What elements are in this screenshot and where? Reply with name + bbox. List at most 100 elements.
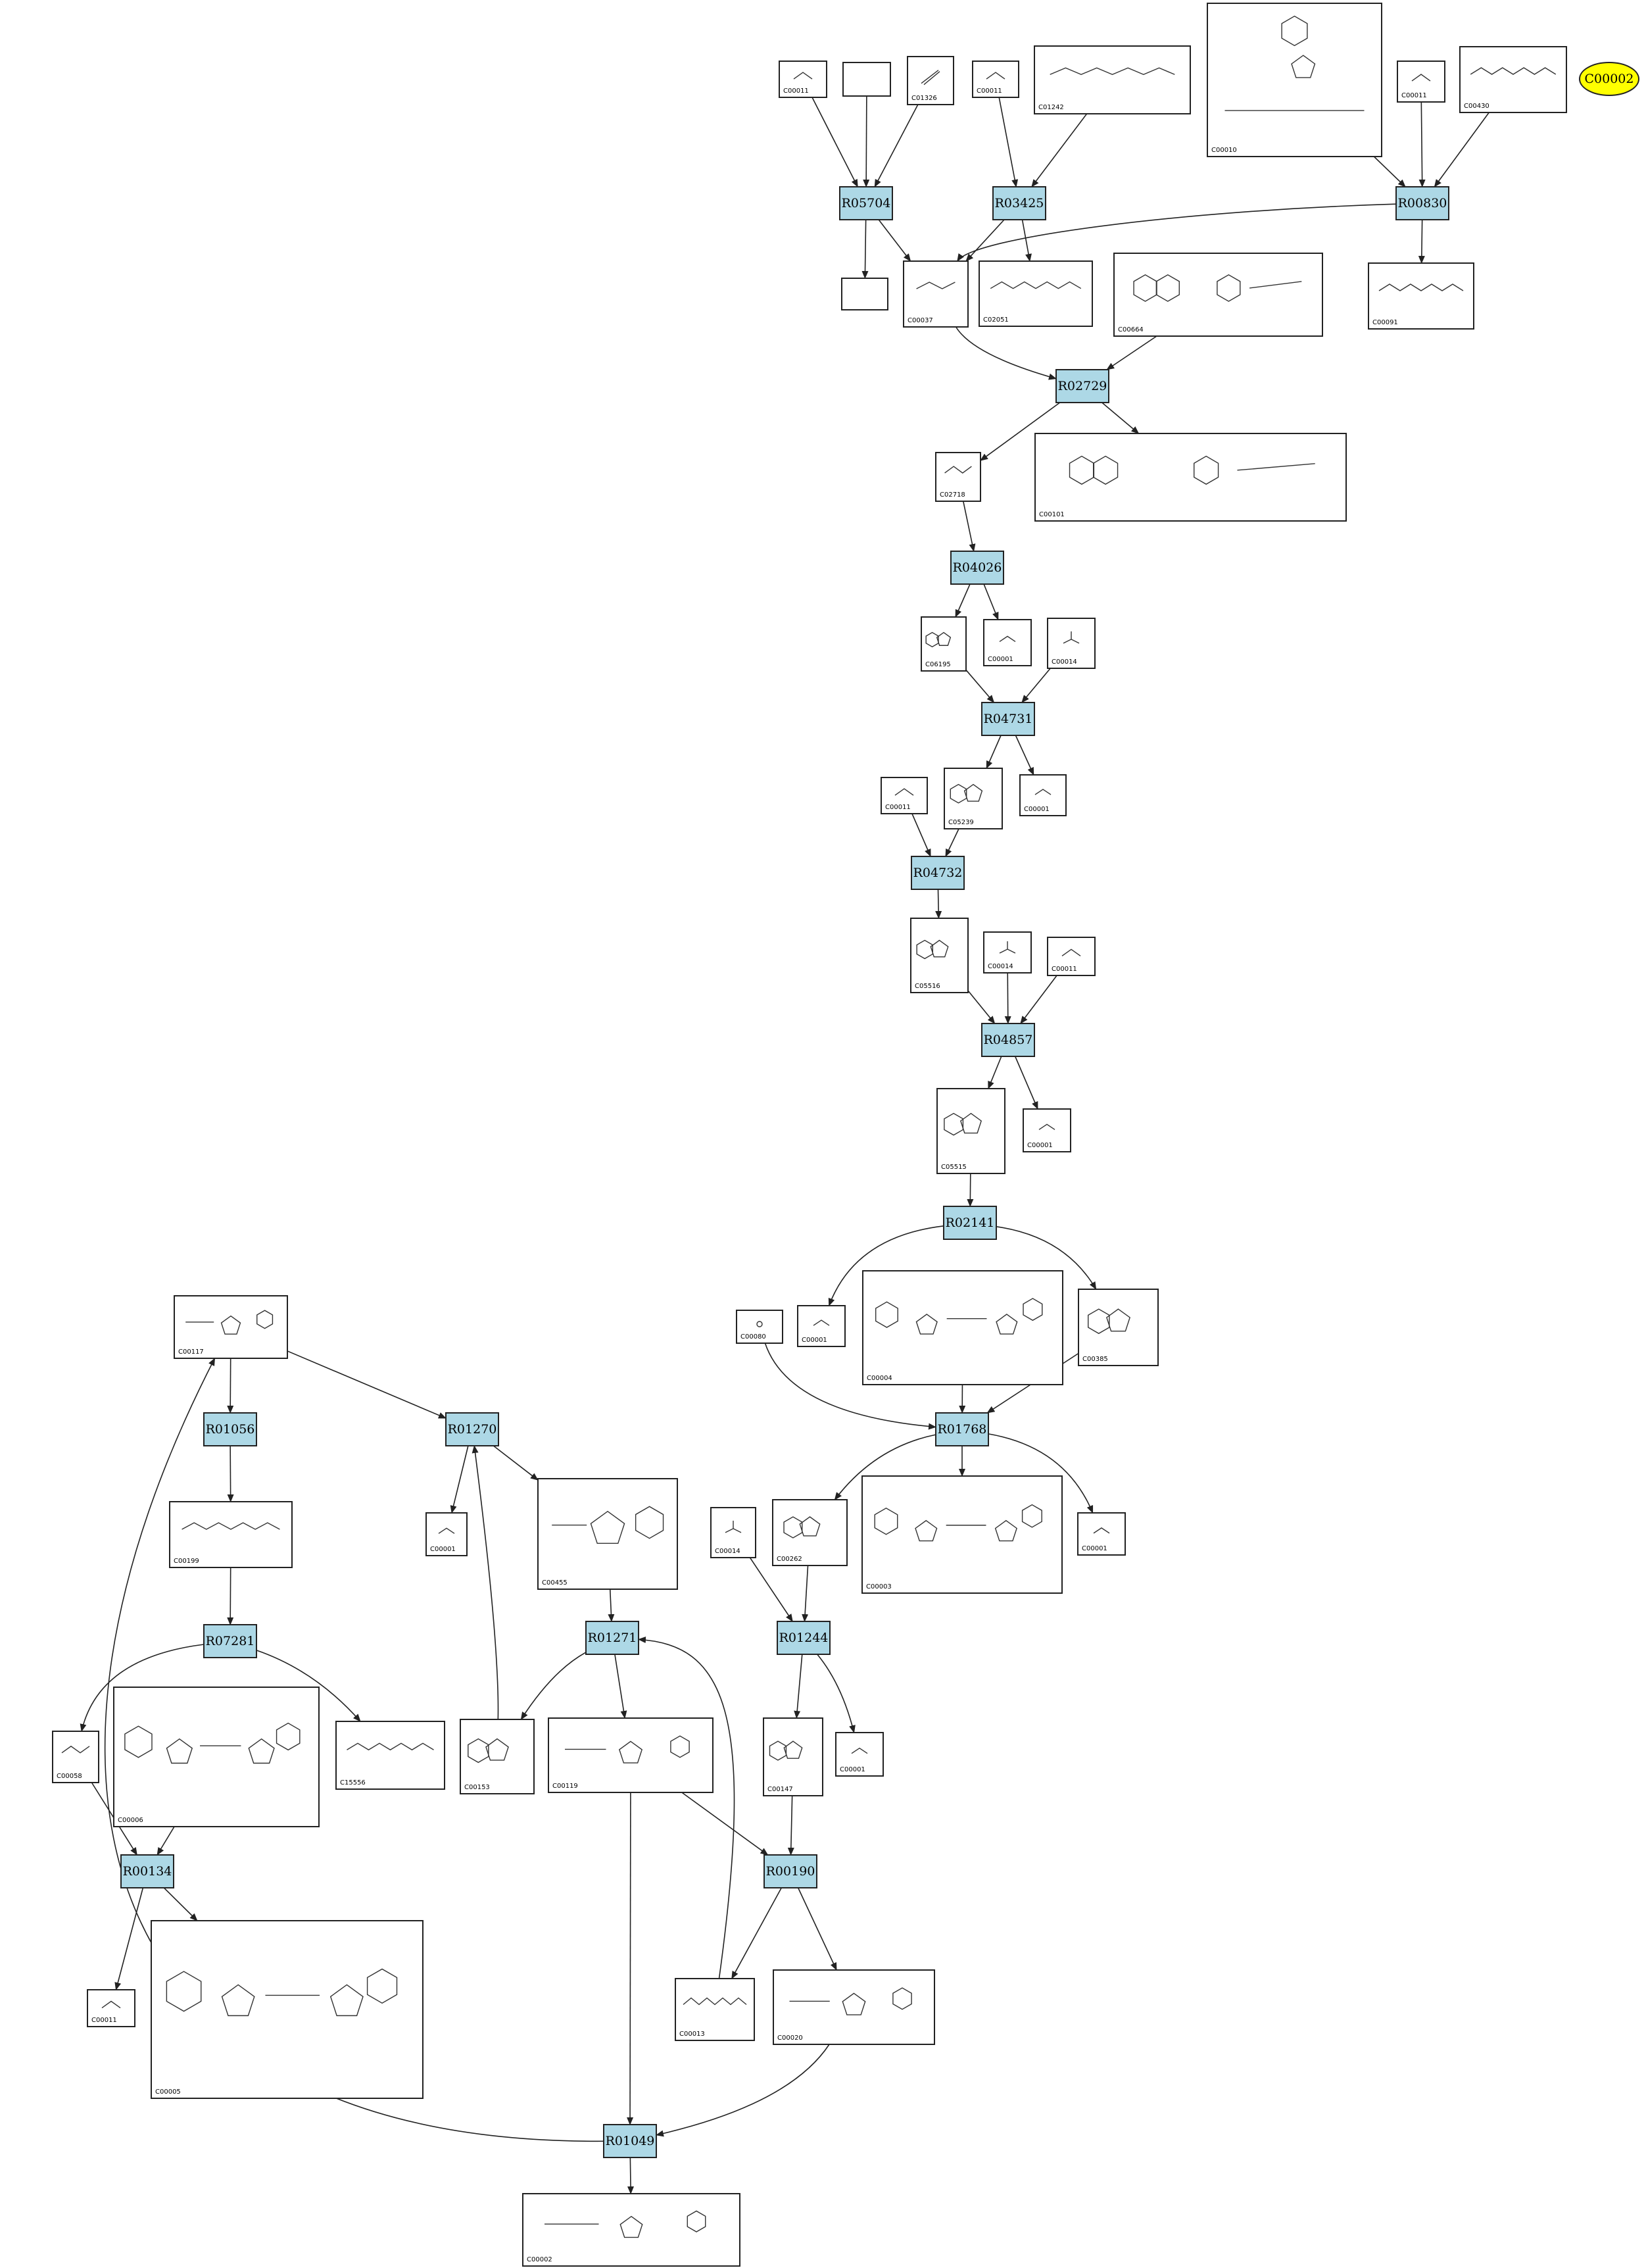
compound-box-frame	[169, 1501, 293, 1568]
reaction-box	[981, 1023, 1035, 1057]
compound-c00262-box[interactable]: C00262	[772, 1499, 848, 1566]
compound-c01326-box[interactable]: C01326	[907, 56, 954, 105]
reaction-r01271-node[interactable]: R01271	[585, 1621, 639, 1655]
reaction-r03425-node[interactable]: R03425	[992, 186, 1046, 220]
reaction-r04732-node[interactable]: R04732	[911, 856, 965, 890]
compound-c00020-box[interactable]: C00020	[773, 1969, 935, 2045]
compound-c00002-box[interactable]: C00002	[522, 2193, 740, 2267]
reaction-r07281-node[interactable]: R07281	[203, 1624, 257, 1658]
benzene-ring	[1194, 455, 1219, 485]
compound-box-frame	[903, 260, 969, 328]
reaction-r04857-node[interactable]: R04857	[981, 1023, 1035, 1057]
ammonia-structure	[725, 1520, 742, 1533]
compound-id-label: C00455	[542, 1579, 568, 1587]
compound-id-label: C00385	[1082, 1356, 1108, 1363]
compound-c00013-box[interactable]: C00013	[675, 1978, 755, 2041]
compound-c00010-box[interactable]: C00010	[1207, 3, 1382, 157]
reaction-r05704-node[interactable]: R05704	[839, 186, 893, 220]
compound-c00455-box[interactable]: C00455	[537, 1478, 678, 1590]
compound-c02051-box[interactable]: C02051	[979, 260, 1093, 327]
compound-c00199-box[interactable]: C00199	[169, 1501, 293, 1568]
compound-c06195-box[interactable]: C06195	[921, 616, 967, 672]
edge-R04026-c17	[983, 583, 999, 620]
compound-c02718-box[interactable]: C02718	[935, 452, 981, 502]
reaction-r00134-node[interactable]: R00134	[120, 1854, 174, 1888]
edge-R05704-c10	[878, 219, 911, 262]
reaction-r01244-node[interactable]: R01244	[777, 1621, 831, 1655]
reaction-label: R04732	[913, 866, 963, 880]
compound-c00005-box[interactable]: C00005	[151, 1920, 424, 2099]
compound-id-label: C00011	[885, 804, 911, 811]
edge-c42-R01270	[472, 1445, 499, 1720]
compound-c00119-box[interactable]: C00119	[548, 1717, 714, 1793]
compound-c00011-box[interactable]: C00011	[881, 777, 928, 814]
compound-c00001-box[interactable]: C00001	[797, 1305, 846, 1347]
compound-id-label: C00005	[155, 2088, 181, 2096]
compound-c05516-box[interactable]: C05516	[910, 918, 969, 993]
reaction-label: R04731	[984, 712, 1033, 726]
compound-box-frame	[1459, 46, 1567, 113]
compound-c00014-box[interactable]: C00014	[983, 931, 1032, 974]
compound-c05515-box[interactable]: C05515	[936, 1088, 1005, 1174]
compound-box-frame	[1368, 262, 1474, 330]
ring-structure	[783, 1740, 803, 1759]
reaction-r01056-node[interactable]: R01056	[203, 1412, 257, 1446]
compound-c00011-box[interactable]: C00011	[1047, 937, 1096, 976]
compound-c00014-box[interactable]: C00014	[710, 1507, 756, 1558]
base-ring	[670, 1735, 690, 1758]
reaction-r01049-node[interactable]: R01049	[603, 2124, 657, 2158]
edge-R04731-c19	[986, 735, 1002, 769]
compound-box-frame	[174, 1295, 288, 1359]
compound-c00011-box[interactable]: C00011	[972, 61, 1019, 98]
compound-c00001-box[interactable]: C00001	[1077, 1512, 1126, 1556]
compound-c00664-box[interactable]: C00664	[1113, 253, 1323, 337]
edge-c7-R00830	[1418, 101, 1426, 187]
reaction-r01270-node[interactable]: R01270	[445, 1412, 499, 1446]
compound-c00147-box[interactable]: C00147	[763, 1717, 823, 1796]
chain-structure	[683, 1997, 747, 2006]
compound-id-label: C00014	[715, 1548, 740, 1555]
reaction-r00190-node[interactable]: R00190	[763, 1854, 817, 1888]
compound-c00001-box[interactable]: C00001	[1019, 774, 1067, 816]
compound-c00004-box[interactable]: C00004	[862, 1270, 1063, 1385]
compound-c00011-box[interactable]: C00011	[1397, 61, 1445, 103]
compound-c00058-box[interactable]: C00058	[52, 1731, 99, 1783]
compound-c00001-box[interactable]: C00001	[983, 619, 1032, 666]
compound-c00430-box[interactable]: C00430	[1459, 46, 1567, 113]
reaction-r00830-node[interactable]: R00830	[1395, 186, 1449, 220]
reaction-r02729-node[interactable]: R02729	[1055, 369, 1109, 403]
compound-c00001-box[interactable]: C00001	[425, 1512, 468, 1556]
edge-c4-R03425	[998, 97, 1019, 187]
reaction-r02141-node[interactable]: R02141	[943, 1206, 997, 1240]
compound-unlabeled-box[interactable]	[842, 62, 891, 97]
compound-c15556-box[interactable]: C15556	[335, 1721, 445, 1790]
compound-c05239-box[interactable]: C05239	[944, 768, 1003, 829]
compound-c00091-box[interactable]: C00091	[1368, 262, 1474, 330]
compound-c00001-box[interactable]: C00001	[1023, 1108, 1071, 1152]
small-molecule-structure	[61, 1745, 90, 1754]
edge-c16-R04731	[965, 670, 995, 703]
compound-c00080-box[interactable]: C00080	[736, 1310, 783, 1344]
compound-c00011-box[interactable]: C00011	[779, 61, 827, 98]
reaction-r04026-node[interactable]: R04026	[950, 551, 1004, 585]
compound-unlabeled-box[interactable]	[841, 278, 888, 310]
reaction-r01768-node[interactable]: R01768	[935, 1412, 989, 1446]
reaction-r04731-node[interactable]: R04731	[981, 702, 1035, 736]
compound-c00014-box[interactable]: C00014	[1047, 618, 1096, 669]
compound-c01242-box[interactable]: C01242	[1034, 45, 1191, 114]
compound-c00001-box[interactable]: C00001	[835, 1732, 884, 1777]
compound-c00101-box[interactable]: C00101	[1034, 433, 1347, 522]
compound-id-label: C00001	[1082, 1545, 1107, 1552]
compound-c00385-box[interactable]: C00385	[1078, 1289, 1159, 1366]
compound-c00153-box[interactable]: C00153	[460, 1719, 535, 1794]
compound-c00003-box[interactable]: C00003	[861, 1475, 1063, 1594]
compound-c00011-box[interactable]: C00011	[87, 1989, 135, 2027]
compound-c00037-box[interactable]: C00037	[903, 260, 969, 328]
compound-c00117-box[interactable]: C00117	[174, 1295, 288, 1359]
compound-c00006-box[interactable]: C00006	[113, 1687, 320, 1827]
compound-id-label: C05239	[948, 819, 974, 826]
compound-id-label: C00003	[866, 1583, 892, 1590]
highlighted-compound-node[interactable]: C00002	[1579, 62, 1639, 96]
reaction-label: R01270	[448, 1422, 497, 1437]
reaction-label: R00190	[766, 1864, 815, 1879]
